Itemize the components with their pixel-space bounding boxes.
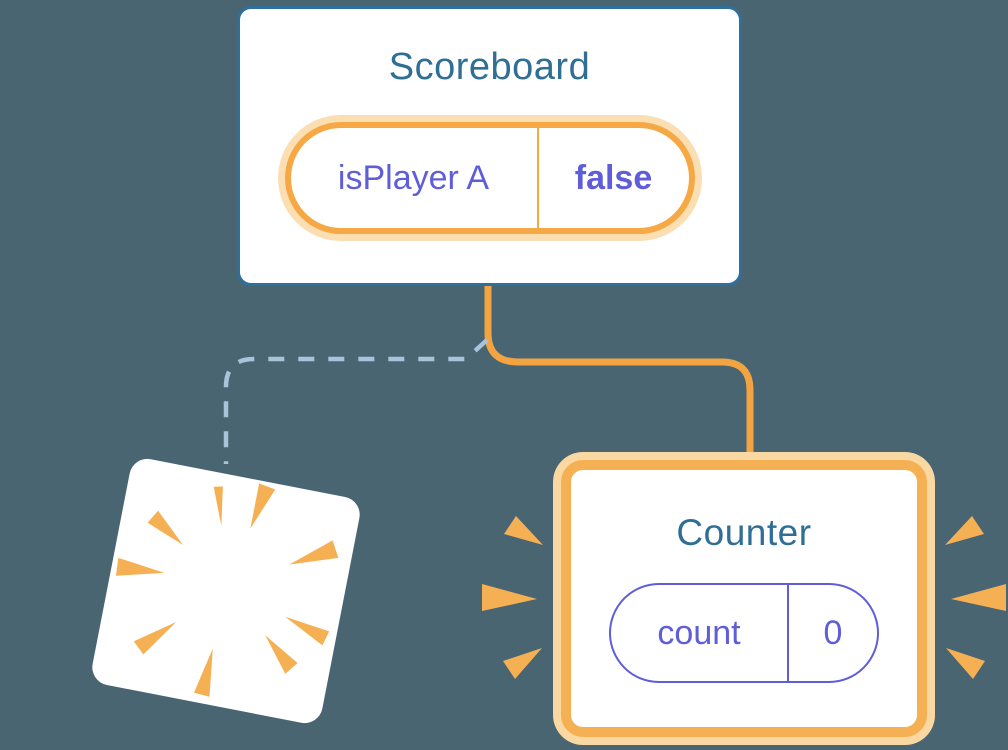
scoreboard-card: Scoreboard isPlayer A false [237,6,742,286]
state-value: false [536,128,689,228]
emphasis-rays-left-icon [482,516,543,679]
state-value: 0 [787,585,877,681]
scoreboard-title: Scoreboard [388,46,591,88]
counter-state-pill: count 0 [609,583,879,683]
emphasis-rays-right-icon [945,516,1006,679]
scoreboard-state-pill: isPlayer A false [284,122,695,234]
counter-title: Counter [676,512,812,553]
state-name: count [657,613,741,652]
burst-icon [115,483,339,697]
counter-card: Counter count 0 [561,460,927,737]
connector-active-line [484,280,754,466]
destroyed-component-card [89,455,363,727]
state-name: isPlayer A [337,158,490,197]
connector-destroyed-line [223,338,489,464]
